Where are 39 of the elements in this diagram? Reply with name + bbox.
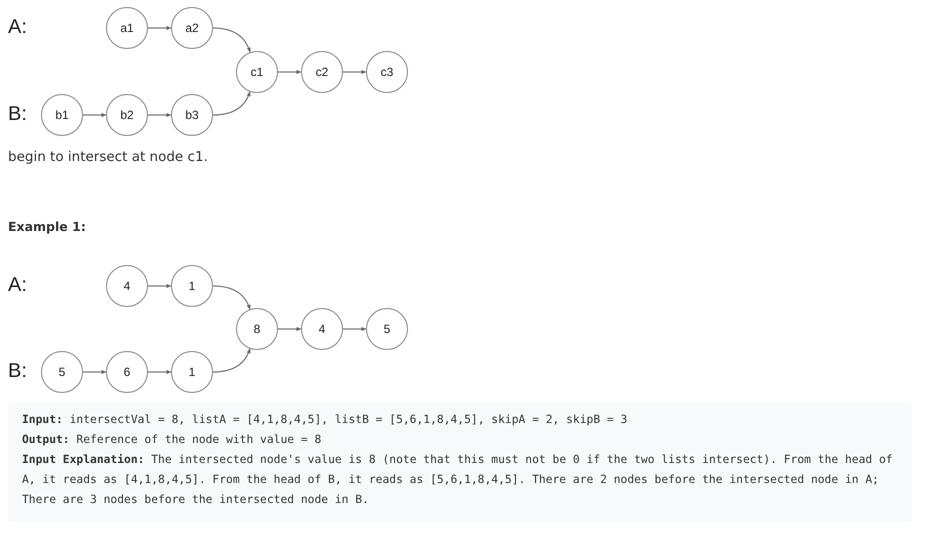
arrow (82, 113, 106, 117)
list-node-circle: 5 (41, 351, 83, 393)
list-node-circle: 4 (106, 265, 148, 307)
arrow (212, 348, 250, 372)
arrow (212, 28, 250, 53)
arrow (148, 284, 172, 288)
arrow (278, 70, 302, 74)
list-node-circle: a2 (171, 7, 213, 49)
list-node-circle: 8 (236, 308, 278, 350)
list-node-circle: b1 (41, 94, 83, 136)
list-node-circle: 6 (106, 351, 148, 393)
code-line: Input Explanation: The intersected node's value is 8 (note that this must not be 0 if the two lists intersect). From the head of A, it reads as [4,1,8,4,5]. From the head of B, it reads as [5,6,1,8,4,5]. There are 2 nodes before the intersected node in A; There are 3 nodes before the intersected node in B. (22, 452, 894, 508)
list-label: B: (8, 360, 27, 383)
list-node-circle: 1 (171, 265, 213, 307)
list-node-circle: b2 (106, 94, 148, 136)
arrow (342, 327, 366, 331)
list-node-circle: b3 (171, 94, 213, 136)
list-node-circle: c2 (301, 51, 343, 93)
arrow (212, 286, 250, 310)
arrow (342, 70, 366, 74)
arrow (148, 113, 172, 117)
description-text: begin to intersect at node c1. (8, 149, 208, 165)
arrow (148, 26, 172, 30)
arrow (82, 370, 106, 374)
list-node-circle: 5 (366, 308, 408, 350)
code-line: Output: Reference of the node with value = 8 (22, 432, 322, 448)
list-label: A: (8, 16, 27, 39)
list-node-circle: c1 (236, 51, 278, 93)
code-line: Input: intersectVal = 8, listA = [4,1,8,4,5], listB = [5,6,1,8,4,5], skipA = 2, skipB = 3 (22, 412, 628, 428)
arrow (212, 91, 250, 116)
list-node-circle: a1 (106, 7, 148, 49)
list-label: A: (8, 274, 27, 297)
arrow (278, 327, 302, 331)
list-label: B: (8, 103, 27, 126)
list-node-circle: c3 (366, 51, 408, 93)
arrow (148, 370, 172, 374)
list-node-circle: 1 (171, 351, 213, 393)
list-node-circle: 4 (301, 308, 343, 350)
example-heading: Example 1: (8, 219, 86, 234)
